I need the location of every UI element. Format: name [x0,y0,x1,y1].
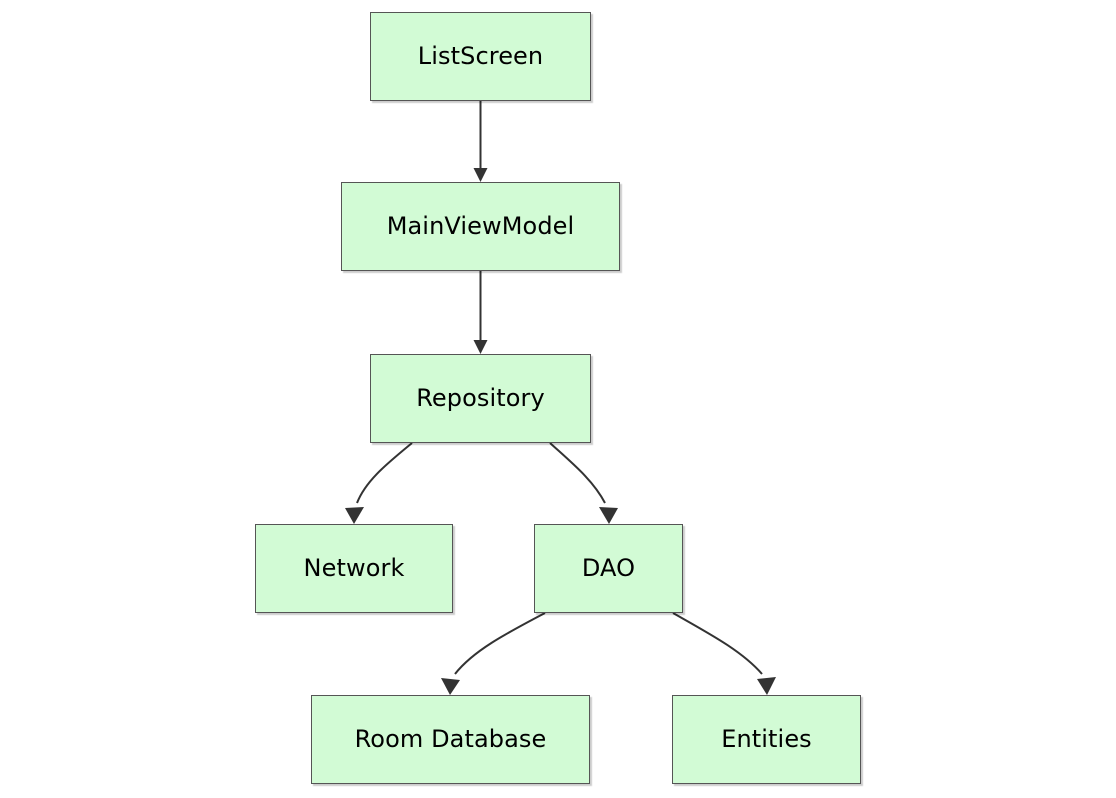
node-mainviewmodel[interactable]: MainViewModel [341,182,620,271]
node-room-database[interactable]: Room Database [311,695,590,784]
edge-repository-to-dao [549,442,618,524]
node-network-label: Network [303,554,405,583]
node-entities[interactable]: Entities [672,695,861,784]
node-network[interactable]: Network [255,524,453,613]
node-entities-label: Entities [721,725,812,754]
edge-listscreen-to-mainviewmodel [473,101,488,182]
node-mainviewmodel-label: MainViewModel [386,212,575,241]
node-repository-label: Repository [416,384,545,413]
edge-dao-to-entities [672,612,776,695]
node-listscreen-label: ListScreen [417,42,544,71]
node-room-database-label: Room Database [354,725,547,754]
node-dao-label: DAO [581,554,636,583]
edge-repository-to-network [345,442,413,524]
node-listscreen[interactable]: ListScreen [370,12,591,101]
edge-mainviewmodel-to-repository [473,271,488,354]
edge-dao-to-roomdatabase [441,612,546,695]
node-dao[interactable]: DAO [534,524,683,613]
node-repository[interactable]: Repository [370,354,591,443]
